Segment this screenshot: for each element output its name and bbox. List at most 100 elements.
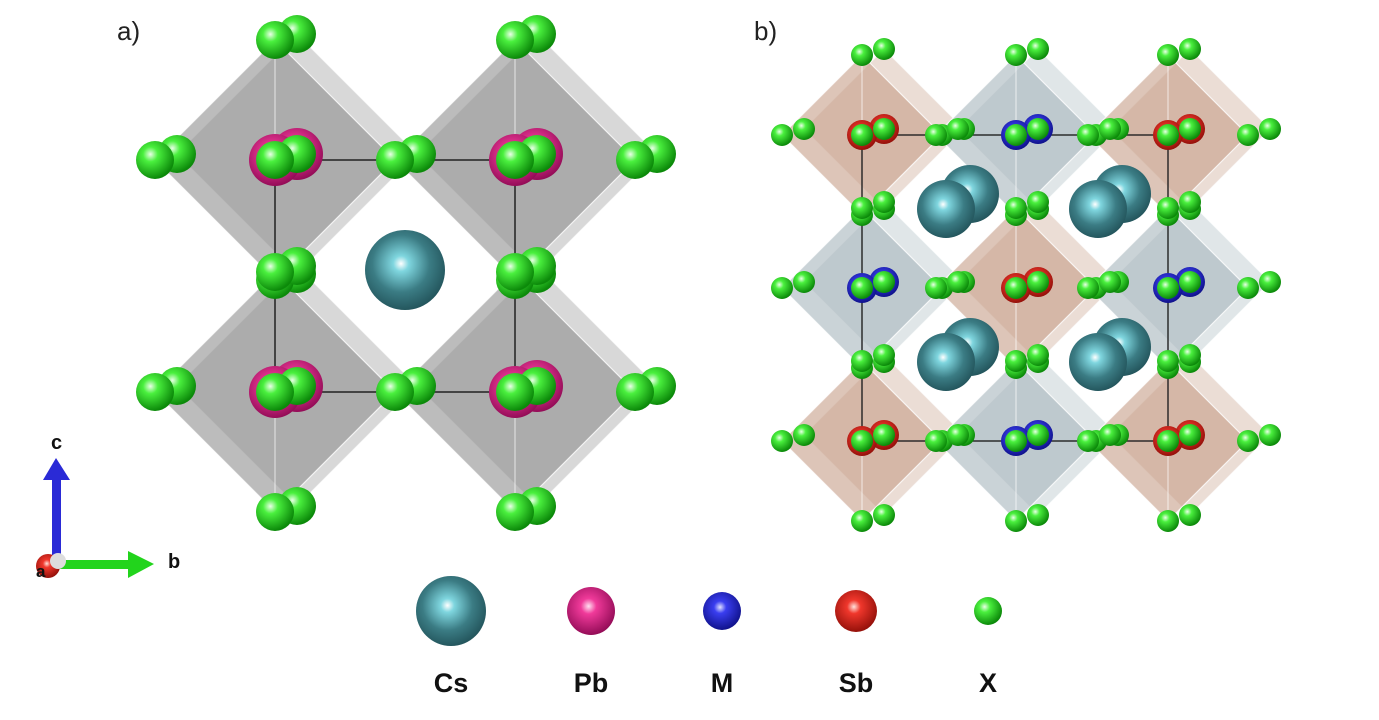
- x-atom-b-10: [1157, 44, 1179, 66]
- x-atom-a-14: [496, 253, 534, 291]
- x-atom-b-43: [1077, 430, 1099, 452]
- x-atom-a-3: [136, 141, 174, 179]
- x-atom-a-6: [616, 141, 654, 179]
- x-atom-a-16: [496, 493, 534, 531]
- x-atom-b-back-28: [1099, 271, 1121, 293]
- x-atom-b-28: [1077, 277, 1099, 299]
- x-atom-a-1: [376, 141, 414, 179]
- legend-m-sphere: [703, 592, 741, 630]
- x-atom-b-23: [925, 277, 947, 299]
- x-atom-a-9: [256, 253, 294, 291]
- x-atom-b-back-14: [1179, 118, 1201, 140]
- panel-a-structure: [136, 15, 676, 531]
- x-atom-b-back-9: [1027, 118, 1049, 140]
- x-atom-b-37: [1005, 510, 1027, 532]
- x-atom-b-back-5: [1027, 38, 1049, 60]
- x-atom-b-back-13: [1099, 118, 1121, 140]
- x-atom-b-back-44: [1179, 424, 1201, 446]
- a-axis-dot-highlight: [50, 553, 66, 569]
- axis-b-label: b: [168, 551, 181, 573]
- x-atom-b-back-30: [873, 344, 895, 366]
- x-atom-a-17: [496, 373, 534, 411]
- x-atom-b-40: [1157, 350, 1179, 372]
- cs-atom-a: [365, 230, 445, 310]
- x-atom-b-41: [1237, 430, 1259, 452]
- x-atom-b-5: [1005, 44, 1027, 66]
- x-atom-b-39: [1005, 430, 1027, 452]
- x-atom-a-0: [256, 21, 294, 59]
- legend-cs-sphere: [416, 576, 486, 646]
- x-atom-b-back-32: [873, 504, 895, 526]
- x-atom-b-back-34: [873, 424, 895, 446]
- legend-pb-sphere: [567, 587, 615, 635]
- x-atom-b-25: [1157, 197, 1179, 219]
- x-atom-b-back-19: [873, 271, 895, 293]
- x-atom-b-back-20: [1027, 191, 1049, 213]
- x-atom-b-back-41: [1259, 424, 1281, 446]
- legend-m-label: M: [710, 668, 734, 698]
- x-atom-a-5: [496, 21, 534, 59]
- panel-b-label: b): [754, 16, 778, 46]
- c-axis-arrowhead: [43, 458, 70, 480]
- cs-atom-b-3: [1069, 333, 1127, 391]
- x-atom-b-19: [851, 277, 873, 299]
- x-atom-b-44: [1157, 430, 1179, 452]
- x-atom-b-back-11: [1259, 118, 1281, 140]
- x-atom-a-8: [496, 141, 534, 179]
- axis-triad: [36, 458, 154, 578]
- x-atom-a-15: [616, 373, 654, 411]
- x-atom-b-20: [1005, 197, 1027, 219]
- x-atom-b-30: [851, 350, 873, 372]
- x-atom-b-32: [851, 510, 873, 532]
- axis-a-label: a: [36, 562, 46, 581]
- x-atom-b-8: [925, 124, 947, 146]
- x-atom-b-38: [925, 430, 947, 452]
- x-atom-b-back-33: [793, 424, 815, 446]
- x-atom-b-9: [1005, 124, 1027, 146]
- x-atom-b-back-8: [947, 118, 969, 140]
- x-atom-b-34: [851, 430, 873, 452]
- x-atom-b-back-3: [793, 118, 815, 140]
- cs-atom-b-1: [1069, 180, 1127, 238]
- x-atom-b-back-40: [1179, 344, 1201, 366]
- x-atom-b-back-26: [1259, 271, 1281, 293]
- x-atom-b-back-35: [1027, 344, 1049, 366]
- c-axis-arrow: [52, 478, 61, 564]
- x-atom-b-24: [1005, 277, 1027, 299]
- b-axis-arrowhead: [128, 551, 154, 578]
- axis-c-label: c: [51, 432, 63, 454]
- x-atom-b-0: [851, 44, 873, 66]
- x-atom-b-back-4: [873, 118, 895, 140]
- legend-x-label: X: [978, 668, 998, 698]
- x-atom-b-11: [1237, 124, 1259, 146]
- x-atom-b-back-37: [1027, 504, 1049, 526]
- cs-atom-b-0: [917, 180, 975, 238]
- x-atom-a-11: [256, 493, 294, 531]
- x-atom-b-13: [1077, 124, 1099, 146]
- panel-b-structure: [771, 38, 1281, 532]
- x-atom-b-35: [1005, 350, 1027, 372]
- x-atom-b-back-0: [873, 38, 895, 60]
- x-atom-b-back-39: [1027, 424, 1049, 446]
- x-atom-a-10: [376, 373, 414, 411]
- x-atom-b-back-38: [947, 424, 969, 446]
- legend-sb-sphere: [835, 590, 877, 632]
- legend-cs-label: Cs: [433, 668, 469, 698]
- x-atom-b-back-29: [1179, 271, 1201, 293]
- x-atom-b-back-15: [873, 191, 895, 213]
- x-atom-a-4: [256, 141, 294, 179]
- x-atom-b-33: [771, 430, 793, 452]
- x-atom-a-13: [256, 373, 294, 411]
- x-atom-b-4: [851, 124, 873, 146]
- legend-sb-label: Sb: [838, 668, 874, 698]
- cs-atom-b-2: [917, 333, 975, 391]
- x-atom-b-back-42: [1179, 504, 1201, 526]
- x-atom-b-42: [1157, 510, 1179, 532]
- x-atom-b-26: [1237, 277, 1259, 299]
- legend: [416, 576, 1002, 646]
- x-atom-b-18: [771, 277, 793, 299]
- x-atom-a-12: [136, 373, 174, 411]
- x-atom-b-back-43: [1099, 424, 1121, 446]
- x-atom-b-14: [1157, 124, 1179, 146]
